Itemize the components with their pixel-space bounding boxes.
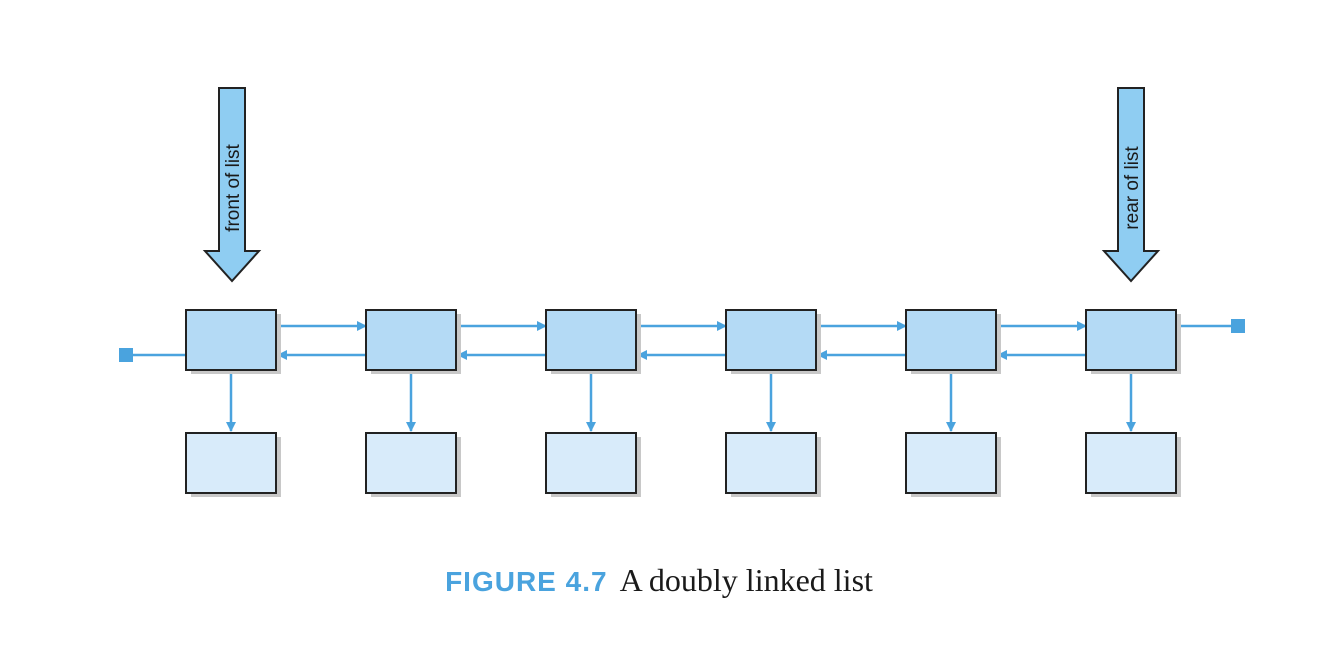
list-node: [725, 309, 821, 374]
list-node: [1085, 309, 1181, 374]
data-box: [545, 432, 641, 497]
rear-pointer-arrow: rear of list: [1101, 87, 1161, 283]
list-node: [545, 309, 641, 374]
rear-of-list-label: rear of list: [1122, 146, 1143, 230]
figure-number: FIGURE 4.7: [445, 566, 608, 597]
data-box: [725, 432, 821, 497]
list-node: [185, 309, 281, 374]
figure-caption: FIGURE 4.7 A doubly linked list: [0, 562, 1318, 599]
data-links: [226, 371, 1136, 432]
figure-title: A doubly linked list: [619, 562, 873, 598]
list-node: [365, 309, 461, 374]
data-box: [185, 432, 281, 497]
tail-null-terminator: [1176, 319, 1245, 333]
data-box: [365, 432, 461, 497]
data-box: [905, 432, 1001, 497]
front-pointer-arrow: front of list: [202, 87, 262, 283]
head-null-terminator: [119, 348, 187, 362]
data-boxes: [185, 432, 1181, 497]
list-nodes: [185, 309, 1181, 374]
data-box: [1085, 432, 1181, 497]
list-node: [905, 309, 1001, 374]
front-of-list-label: front of list: [223, 143, 244, 231]
